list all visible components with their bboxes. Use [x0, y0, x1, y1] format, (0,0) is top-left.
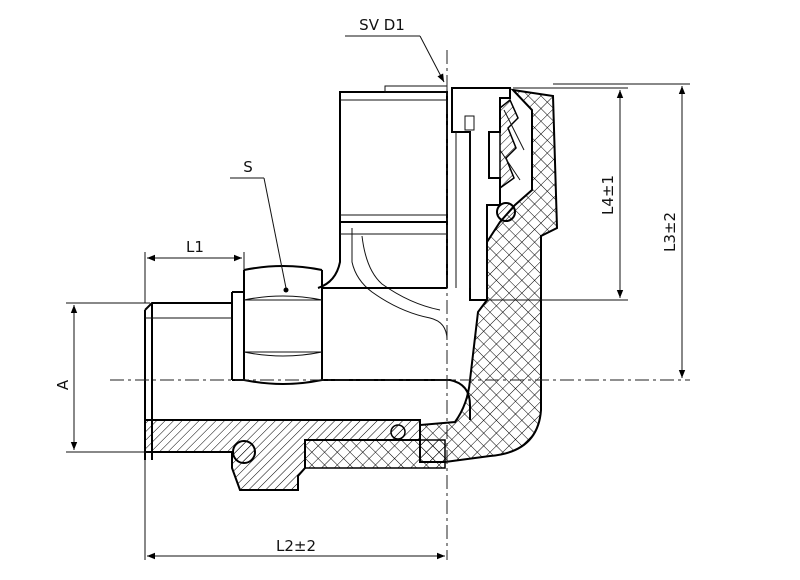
upper-o-ring: [496, 202, 516, 222]
neck-inner-curve-2: [361, 235, 441, 311]
hex-flat-curve: [243, 295, 323, 357]
leader-s-label: S: [243, 158, 253, 176]
neck-inner-curve: [351, 228, 448, 341]
leader-s-line: [263, 177, 287, 289]
sleeve-key: [464, 115, 475, 131]
lower-o-ring: [232, 440, 256, 464]
inner-pipe-end: [304, 439, 446, 469]
grip-ring: [499, 98, 519, 190]
dim-l3-label: L3±2: [661, 212, 679, 252]
neck-outline: [317, 222, 448, 289]
elbow-inner-arc: [420, 379, 471, 420]
grip-detail-2: [499, 149, 521, 181]
grip-detail-1: [503, 109, 525, 151]
leader-svd1-label: SV D1: [359, 16, 405, 34]
elbow-o-ring: [390, 424, 406, 440]
leader-s-dot: [283, 287, 289, 293]
upper-sleeve-outline: [339, 91, 448, 223]
leader-svd1-arrow: [419, 35, 445, 83]
dim-a-label: A: [54, 379, 72, 390]
hex-nut-outline: [243, 265, 323, 385]
dim-l1-label: L1: [186, 238, 204, 256]
dim-l2-label: L2±2: [276, 537, 316, 555]
dim-l4-label: L4±1: [599, 175, 617, 215]
lower-wall-section: [144, 419, 421, 491]
